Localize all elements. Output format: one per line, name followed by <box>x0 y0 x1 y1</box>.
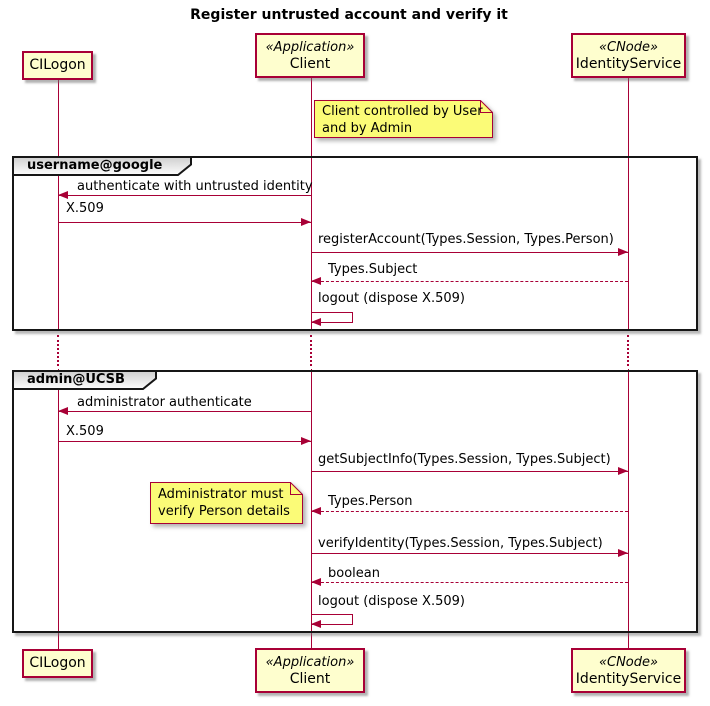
group-header-pentagon <box>12 370 157 390</box>
arrowhead-right <box>618 549 628 557</box>
note-text: Administrator must verify Person details <box>158 486 290 520</box>
message-line <box>58 195 311 196</box>
note-text: Client controlled by User and by Admin <box>322 103 483 137</box>
message-label: boolean <box>328 566 380 581</box>
message-line-dashed <box>311 582 628 583</box>
arrowhead-left <box>311 277 321 285</box>
participant-cilogon-bottom: CILogon <box>22 649 93 678</box>
note-admin-verify: Administrator must verify Person details <box>150 482 303 524</box>
note-shape <box>314 100 493 138</box>
participant-client-top: «Application» Client <box>255 33 365 78</box>
message-label: authenticate with untrusted identity <box>77 179 313 194</box>
message-label: logout (dispose X.509) <box>318 594 465 609</box>
self-message-bottom-line <box>311 322 353 323</box>
lifeline-client-gap <box>310 335 312 366</box>
lifeline-cilogon-gap <box>57 335 59 366</box>
group-label: admin@UCSB <box>27 372 125 387</box>
lifeline-identityservice-top <box>627 78 629 330</box>
message-line-dashed <box>311 281 628 282</box>
participant-stereotype: «CNode» <box>598 39 659 55</box>
message-line <box>58 441 311 442</box>
note-line: Client controlled by User <box>322 104 483 119</box>
message-label: logout (dispose X.509) <box>318 291 465 306</box>
message-line <box>58 411 311 412</box>
arrowhead-left <box>58 191 68 199</box>
participant-cilogon-top: CILogon <box>22 51 93 80</box>
participant-stereotype: «Application» <box>265 654 355 670</box>
message-line-dashed <box>311 511 628 512</box>
message-label: administrator authenticate <box>77 395 252 410</box>
lifeline-identityservice-gap <box>627 335 629 366</box>
lifeline-cilogon-bottom <box>57 369 59 649</box>
message-label: Types.Subject <box>328 262 418 277</box>
participant-name: Client <box>289 670 331 687</box>
participant-stereotype: «CNode» <box>598 654 659 670</box>
self-message-top-line <box>311 312 353 313</box>
self-message-right-line <box>352 614 353 624</box>
message-line <box>311 553 628 554</box>
message-line <box>58 222 311 223</box>
message-label: verifyIdentity(Types.Session, Types.Subj… <box>318 536 603 551</box>
arrowhead-right <box>618 467 628 475</box>
note-line: verify Person details <box>158 504 290 519</box>
lifeline-identityservice-bottom <box>627 369 629 648</box>
lifeline-cilogon-top <box>57 80 59 330</box>
arrowhead-left <box>311 507 321 515</box>
diagram-title: Register untrusted account and verify it <box>190 7 508 23</box>
message-label: X.509 <box>66 424 104 439</box>
note-shape <box>150 482 303 524</box>
self-message-right-line <box>352 312 353 322</box>
participant-identityservice-top: «CNode» IdentityService <box>571 33 686 78</box>
self-message-top-line <box>311 614 353 615</box>
participant-name: Client <box>289 55 331 72</box>
arrowhead-right <box>301 218 311 226</box>
participant-name: IdentityService <box>575 55 682 72</box>
arrowhead-left <box>58 407 68 415</box>
group-frame-admin-ucsb <box>12 370 698 633</box>
participant-stereotype: «Application» <box>265 39 355 55</box>
message-label: getSubjectInfo(Types.Session, Types.Subj… <box>318 452 611 467</box>
participant-identityservice-bottom: «CNode» IdentityService <box>571 648 686 693</box>
participant-name: CILogon <box>29 655 86 671</box>
participant-name: IdentityService <box>575 670 682 687</box>
lifeline-client-top <box>310 78 312 330</box>
group-frame-username-google <box>12 156 698 331</box>
arrowhead-left <box>311 578 321 586</box>
message-label: X.509 <box>66 201 104 216</box>
arrowhead-right <box>301 437 311 445</box>
note-line: and by Admin <box>322 121 413 136</box>
message-label: registerAccount(Types.Session, Types.Per… <box>318 232 614 247</box>
arrowhead-left <box>311 620 321 628</box>
note-line: Administrator must <box>158 487 284 502</box>
self-message-bottom-line <box>311 624 353 625</box>
participant-name: CILogon <box>29 57 86 73</box>
message-line <box>311 252 628 253</box>
arrowhead-right <box>618 248 628 256</box>
group-label: username@google <box>27 158 163 173</box>
message-line <box>311 471 628 472</box>
note-client-controlled: Client controlled by User and by Admin <box>314 100 493 138</box>
message-label: Types.Person <box>328 494 413 509</box>
participant-client-bottom: «Application» Client <box>255 648 365 693</box>
arrowhead-left <box>311 318 321 326</box>
group-header-pentagon <box>12 156 192 176</box>
